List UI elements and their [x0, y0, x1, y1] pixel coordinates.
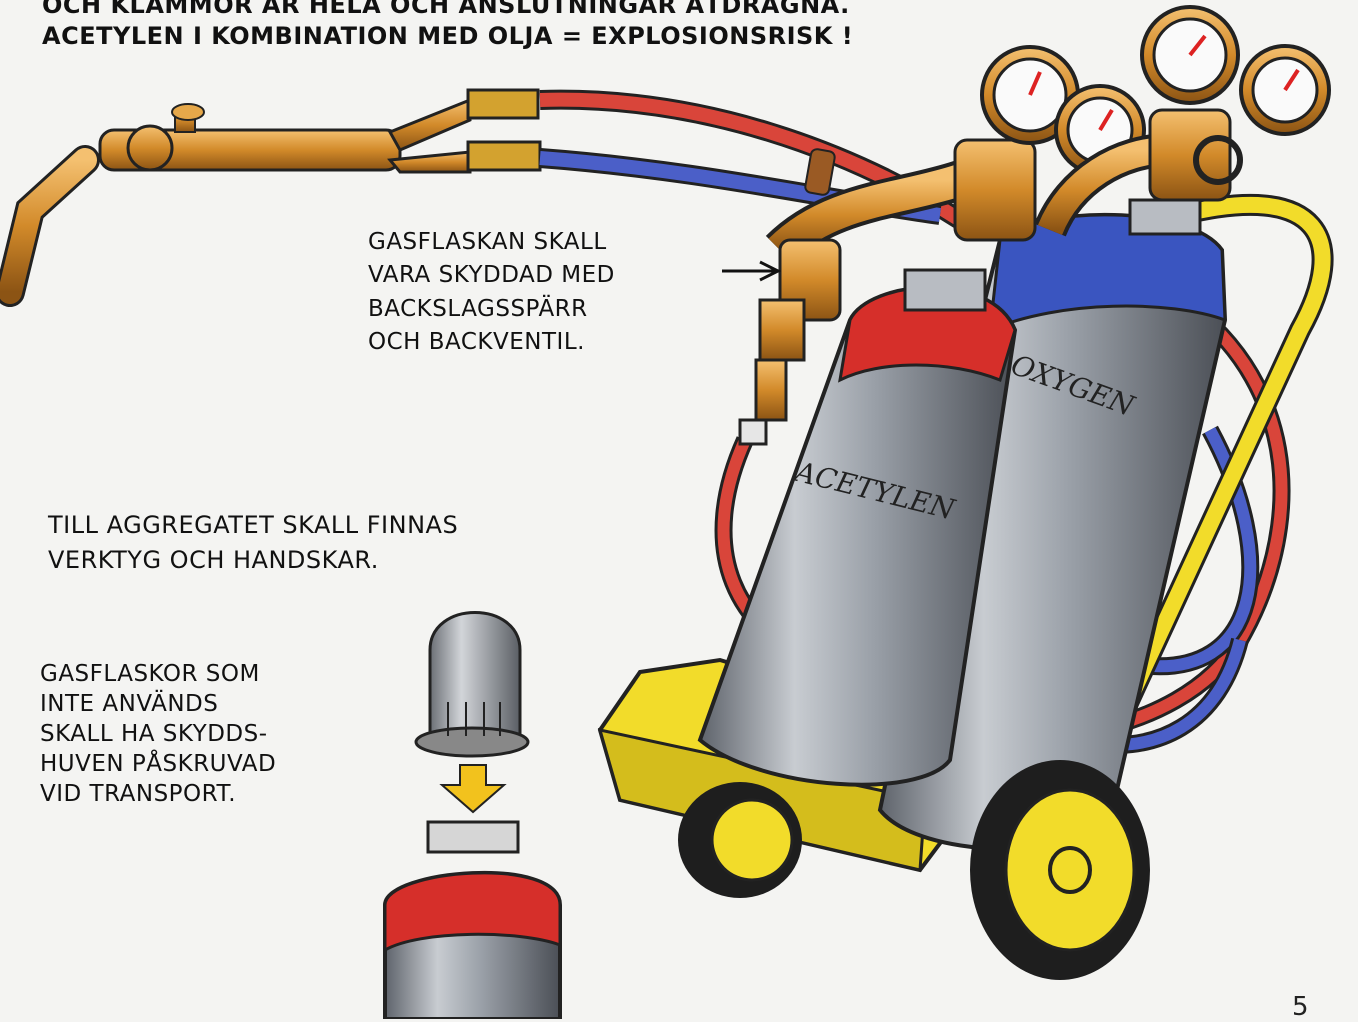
callout-line: TILL AGGREGATET SKALL FINNAS	[48, 508, 458, 543]
protective-cap-icon	[416, 613, 528, 757]
callout-line: VARA SKYDDAD MED	[368, 259, 615, 292]
callout-line: OCH BACKVENTIL.	[368, 326, 615, 359]
callout-flashback-guard: GASFLASKAN SKALL VARA SKYDDAD MED BACKSL…	[368, 226, 615, 359]
callout-protective-cap: GASFLASKOR SOM INTE ANVÄNDS SKALL HA SKY…	[40, 660, 276, 809]
callout-line: HUVEN PÅSKRUVAD	[40, 750, 276, 780]
callout-arrow	[722, 262, 778, 280]
page-number: 5	[1292, 992, 1309, 1022]
callout-line: VID TRANSPORT.	[40, 780, 276, 810]
gas-cylinder-icon	[385, 822, 560, 1019]
down-arrow-icon	[442, 765, 504, 812]
callout-line: GASFLASKOR SOM	[40, 660, 276, 690]
callout-line: VERKTYG OCH HANDSKAR.	[48, 543, 458, 578]
callout-line: GASFLASKAN SKALL	[368, 226, 615, 259]
safety-header: OCH KLAMMOR ÄR HELA OCH ANSLUTNINGAR ÅTD…	[42, 0, 853, 51]
callout-line: SKALL HA SKYDDS-	[40, 720, 276, 750]
callout-tools: TILL AGGREGATET SKALL FINNAS VERKTYG OCH…	[48, 508, 458, 578]
callout-line: INTE ANVÄNDS	[40, 690, 276, 720]
header-line-1: OCH KLAMMOR ÄR HELA OCH ANSLUTNINGAR ÅTD…	[42, 0, 853, 21]
callout-line: BACKSLAGSSPÄRR	[368, 293, 615, 326]
header-line-2: ACETYLEN I KOMBINATION MED OLJA = EXPLOS…	[42, 21, 853, 52]
